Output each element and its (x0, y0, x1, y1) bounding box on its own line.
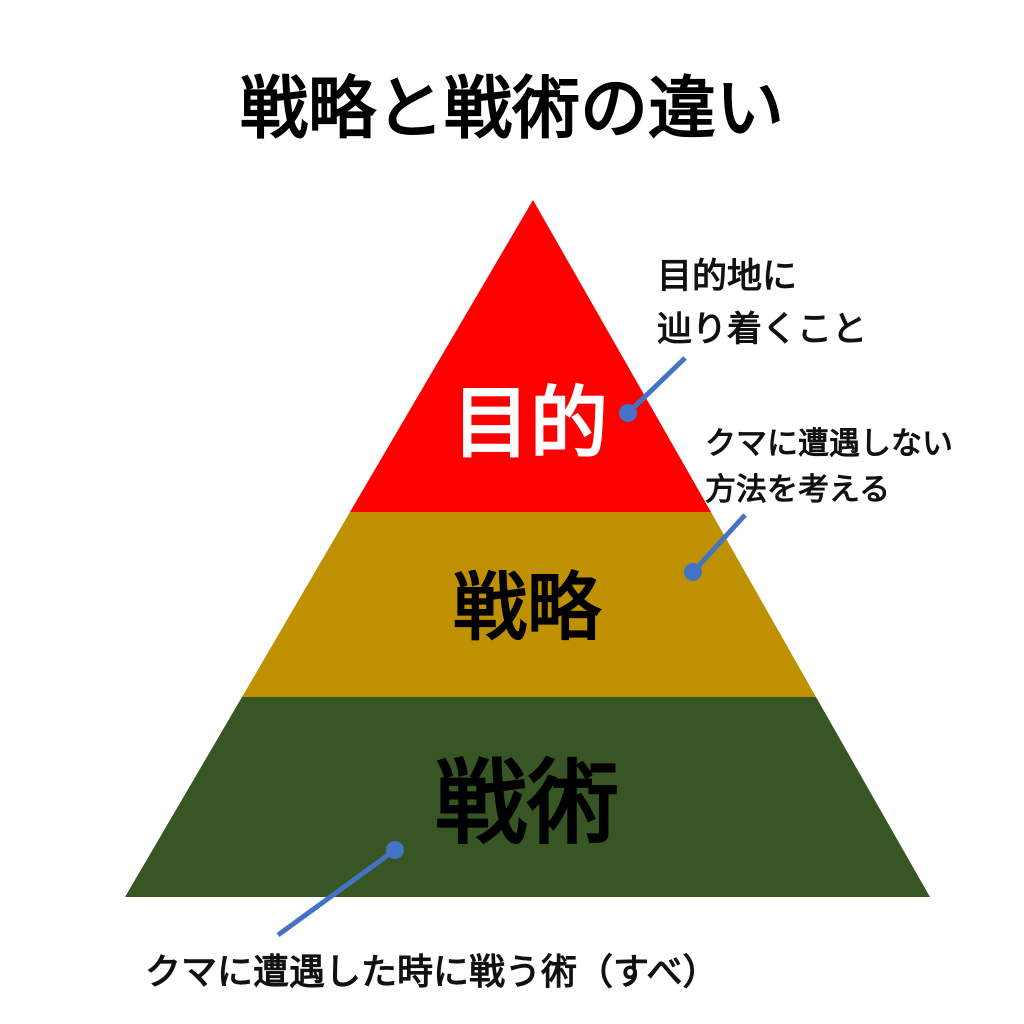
purpose-note-line1: 目的地に (657, 257, 797, 297)
tactics-label: 戦術 (435, 750, 619, 857)
strategy-pointer-line (691, 513, 747, 574)
purpose-note-line2: 辿り着くこと (657, 310, 867, 350)
pyramid-level-purpose (350, 200, 711, 512)
tactics-pointer-line (276, 847, 397, 938)
purpose-label: 目的 (452, 379, 608, 469)
strategy-pointer-dot (684, 563, 702, 581)
page-title: 戦略と戦術の違い (240, 70, 784, 149)
pyramid-level-strategy (242, 512, 816, 697)
strategy-note-line2: 方法を考える (705, 472, 890, 508)
tactics-pointer-dot (386, 841, 404, 859)
tactics-note: クマに遭遇した時に戦う術（すべ） (145, 952, 718, 993)
strategy-label: 戦略 (453, 565, 603, 651)
purpose-pointer-line (626, 356, 687, 415)
purpose-pointer-dot (619, 404, 637, 422)
strategy-note-line1: クマに遭遇しない (705, 426, 953, 462)
pyramid-level-tactics (125, 697, 930, 897)
